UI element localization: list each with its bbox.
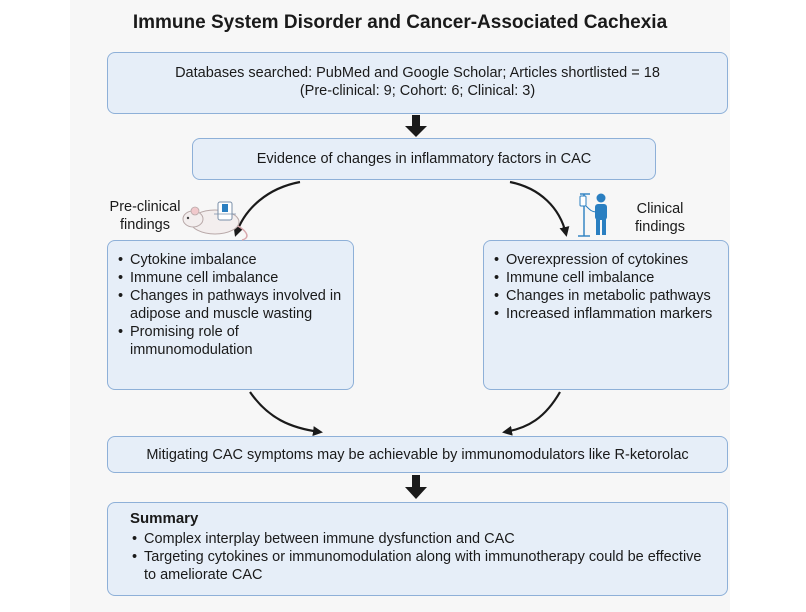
clinical-label: Clinical findings xyxy=(620,200,700,236)
preclinical-label-line-1: Pre-clinical xyxy=(109,199,181,215)
clinical-findings-box: Overexpression of cytokines Immune cell … xyxy=(483,240,729,390)
curved-arrow-preclinical-to-mitigating xyxy=(249,391,323,437)
list-item: Increased inflammation markers xyxy=(492,305,720,323)
clinical-label-line-1: Clinical xyxy=(636,201,684,217)
list-item: Changes in metabolic pathways xyxy=(492,287,720,305)
patient-iv-icon xyxy=(578,193,607,237)
list-item: Immune cell imbalance xyxy=(116,269,345,287)
mitigating-box: Mitigating CAC symptoms may be achievabl… xyxy=(107,436,728,473)
mouse-icon xyxy=(182,201,248,241)
list-item: Immune cell imbalance xyxy=(492,269,720,287)
curved-arrow-to-clinical xyxy=(509,180,570,237)
summary-list: Complex interplay between immune dysfunc… xyxy=(130,530,709,584)
preclinical-label: Pre-clinical findings xyxy=(100,198,190,234)
databases-line-1: Databases searched: PubMed and Google Sc… xyxy=(175,65,660,81)
curved-arrow-to-preclinical xyxy=(233,180,301,237)
list-item: Changes in pathways involved in adipose … xyxy=(116,287,345,323)
diagram-title: Immune System Disorder and Cancer-Associ… xyxy=(132,12,668,33)
preclinical-label-line-2: findings xyxy=(120,217,170,233)
evidence-box: Evidence of changes in inflammatory fact… xyxy=(192,138,656,180)
clinical-label-line-2: findings xyxy=(635,219,685,235)
list-item: Complex interplay between immune dysfunc… xyxy=(130,530,709,548)
databases-box: Databases searched: PubMed and Google Sc… xyxy=(107,52,728,114)
list-item: Targeting cytokines or immunomodulation … xyxy=(130,548,709,584)
list-item: Cytokine imbalance xyxy=(116,251,345,269)
preclinical-findings-list: Cytokine imbalance Immune cell imbalance… xyxy=(116,251,345,359)
down-arrow-2 xyxy=(405,475,427,499)
mitigating-text: Mitigating CAC symptoms may be achievabl… xyxy=(146,447,689,463)
summary-box: Summary Complex interplay between immune… xyxy=(107,502,728,596)
evidence-text: Evidence of changes in inflammatory fact… xyxy=(256,151,592,167)
list-item: Overexpression of cytokines xyxy=(492,251,720,269)
curved-arrow-clinical-to-mitigating xyxy=(502,391,561,436)
summary-heading: Summary xyxy=(130,510,199,527)
list-item: Promising role of immunomodulation xyxy=(116,323,345,359)
preclinical-findings-box: Cytokine imbalance Immune cell imbalance… xyxy=(107,240,354,390)
clinical-findings-list: Overexpression of cytokines Immune cell … xyxy=(492,251,720,323)
databases-line-2: (Pre-clinical: 9; Cohort: 6; Clinical: 3… xyxy=(299,83,536,99)
down-arrow-1 xyxy=(405,115,427,137)
